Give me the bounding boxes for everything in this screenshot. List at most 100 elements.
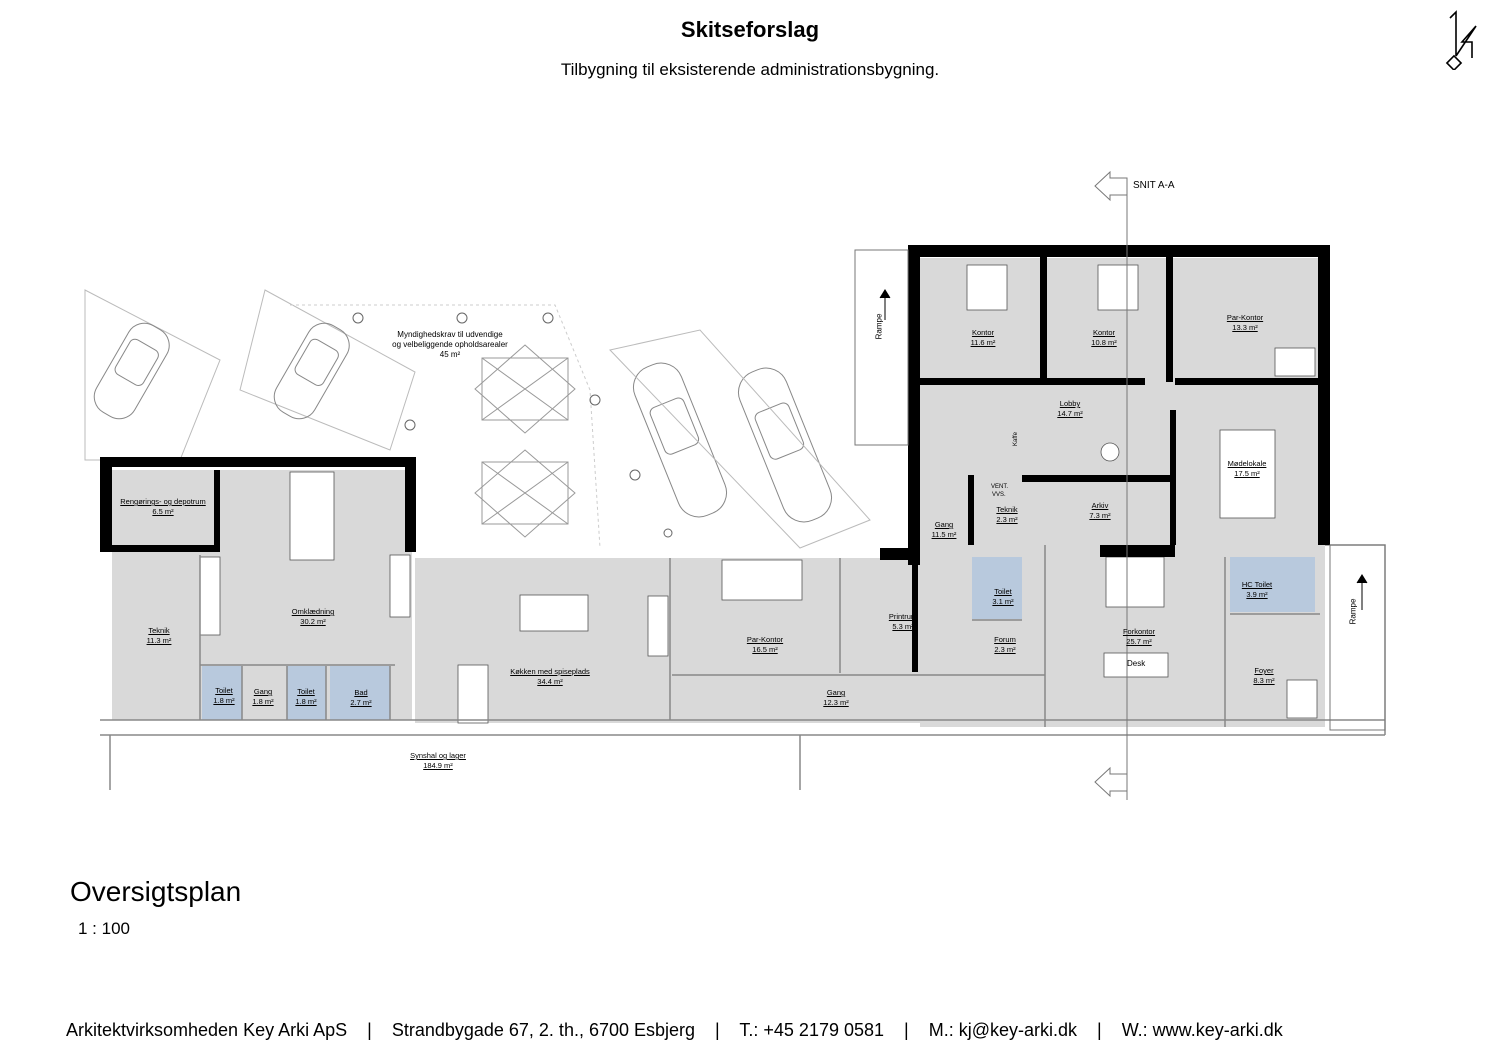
room-name: Gang (253, 687, 273, 696)
footer-web[interactable]: W.: www.key-arki.dk (1121, 1020, 1283, 1040)
desk-label: Desk (1127, 659, 1146, 668)
ramp-label-east: Rampe (1348, 598, 1358, 625)
room-name: Arkiv (1091, 501, 1109, 510)
footer: Arkitektvirksomheden Key Arki ApS | Stra… (66, 1020, 1283, 1040)
note-line-1: Myndighedskrav til udvendige (397, 330, 503, 339)
room-area: 1.8 m² (295, 697, 317, 706)
outdoor-area-note: Myndighedskrav til udvendige og velbelig… (392, 330, 508, 360)
plan-scale: 1 : 100 (78, 919, 130, 938)
room-name: Mødelokale (1227, 459, 1267, 468)
room-name: Forum (994, 635, 1016, 644)
plan-name: Oversigtsplan (70, 876, 242, 907)
vvs-label: VVS. (992, 492, 1006, 498)
interior-walls (100, 544, 1386, 790)
room-area: 34.4 m² (537, 677, 563, 686)
room-area: 11.5 m² (931, 530, 957, 539)
room-name: Kontor (971, 328, 995, 337)
trees (352, 312, 673, 538)
room-area: 30.2 m² (300, 617, 326, 626)
sheet-subtitle: Tilbygning til eksisterende administrati… (560, 60, 940, 79)
footer-company: Arkitektvirksomheden Key Arki ApS (66, 1020, 348, 1040)
room-area: 12.3 m² (823, 698, 849, 707)
room-area: 3.1 m² (992, 597, 1014, 606)
room-area: 8.3 m² (1253, 676, 1275, 685)
parking-cars (84, 289, 871, 549)
room-area: 10.8 m² (1091, 338, 1117, 347)
furniture (199, 264, 1318, 724)
room-area: 7.3 m² (1089, 511, 1111, 520)
key-arki-logo (1445, 10, 1477, 70)
room-name: Bad (354, 688, 368, 697)
room-name: Par-Kontor (1226, 313, 1264, 322)
room-name: Gang (826, 688, 846, 697)
room-area: 11.6 m² (970, 338, 996, 347)
footer-address: Strandbygade 67, 2. th., 6700 Esbjerg (391, 1020, 696, 1040)
room-area: 1.8 m² (213, 696, 235, 705)
room-name: Printrum (888, 612, 918, 621)
room-name: Kontor (1092, 328, 1116, 337)
exterior-walls (100, 245, 1330, 672)
sheet-title: Skitseforslag (680, 17, 820, 42)
room-name: Toilet (215, 686, 233, 695)
coffee-label: Kaffe (1012, 432, 1019, 446)
room-name: Lobby (1059, 399, 1081, 408)
vent-label: VENT. (991, 484, 1009, 490)
room-area: 184.9 m² (423, 761, 453, 770)
room-area: 2.7 m² (350, 698, 372, 707)
room-area: 1.8 m² (252, 697, 274, 706)
room-area: 2.3 m² (994, 645, 1016, 654)
room-name: Synshal og lager (410, 751, 466, 760)
note-line-2: og velbeliggende opholdsarealer (392, 340, 508, 349)
room-name: Toilet (994, 587, 1012, 596)
room-area: 6.5 m² (152, 507, 174, 516)
room-area: 13.3 m² (1232, 323, 1258, 332)
pergola-frames (474, 344, 576, 538)
section-line (1094, 170, 1128, 800)
room-area: 2.3 m² (996, 515, 1018, 524)
room-area: 11.3 m² (146, 636, 172, 645)
footer-email[interactable]: M.: kj@key-arki.dk (928, 1020, 1077, 1040)
room-name: Køkken med spiseplads (510, 667, 590, 676)
room-area: 25.7 m² (1126, 637, 1152, 646)
room-name: Gang (934, 520, 954, 529)
room-area: 16.5 m² (752, 645, 778, 654)
ramps (854, 249, 1386, 731)
footer-phone: T.: +45 2179 0581 (739, 1020, 885, 1040)
room-name: Forkontor (1122, 627, 1156, 636)
room-name: Foyer (1254, 666, 1274, 675)
room-area: 5.3 m² (892, 622, 914, 631)
room-area: 3.9 m² (1246, 590, 1268, 599)
room-name: Teknik (996, 505, 1018, 514)
room-name: Omklædning (291, 607, 335, 616)
room-name: Rengørings- og depotrum (120, 497, 206, 506)
note-area: 45 m² (439, 350, 461, 359)
room-floors (112, 258, 1325, 727)
section-marker-label: SNIT A-A (1133, 180, 1175, 191)
ramp-label-north: Rampe (874, 313, 884, 340)
room-name: HC Toilet (1241, 580, 1273, 589)
